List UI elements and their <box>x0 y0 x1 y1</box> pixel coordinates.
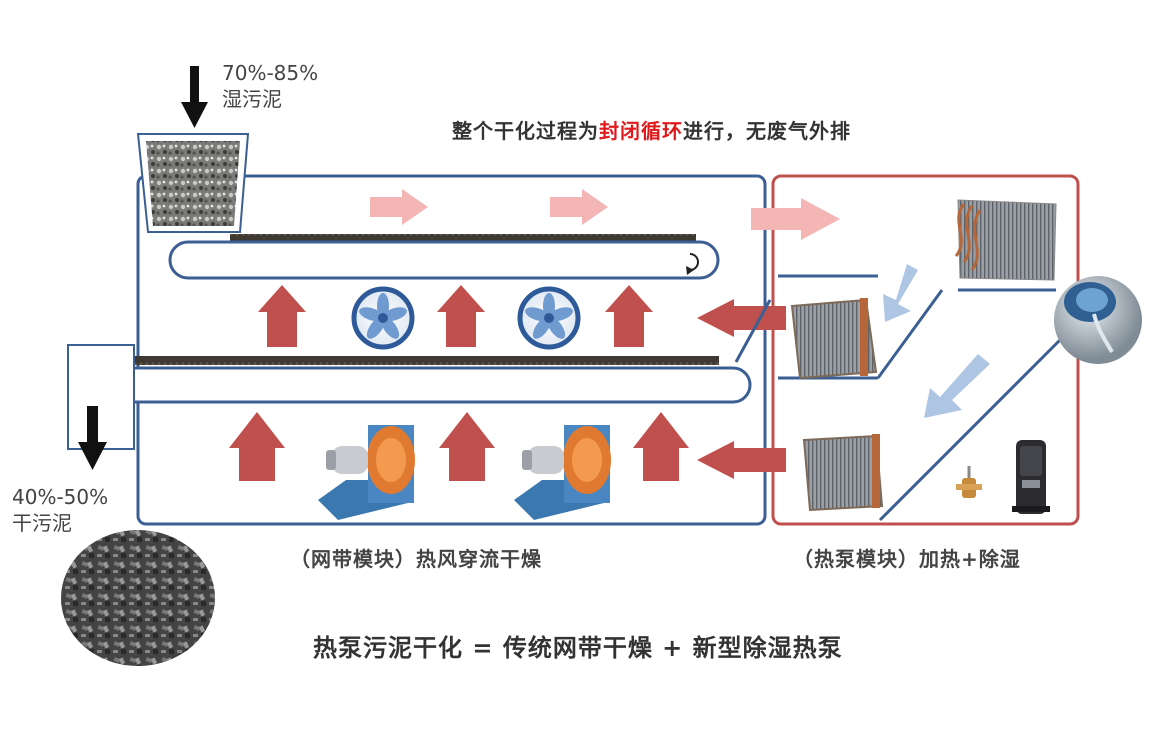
duct-lines <box>734 274 1062 522</box>
red-airflow-arrow <box>258 285 653 347</box>
return-arrow-icon <box>686 253 699 275</box>
axial-fan-icon <box>351 286 415 350</box>
lower-sludge-layer <box>113 356 719 365</box>
upper-conveyor-belt <box>168 240 720 280</box>
outlet-chute <box>67 344 135 450</box>
headline-highlight: 封闭循环 <box>599 119 683 143</box>
inlet-moisture-percent: 70%-85% <box>222 61 319 85</box>
pink-airflow-arrow <box>370 189 840 240</box>
outlet-moisture-percent: 40%-50% <box>12 485 109 509</box>
centrifugal-blower-icon <box>318 425 415 520</box>
upper-sludge-layer <box>230 234 696 242</box>
centrifugal-blower-icon <box>514 425 611 520</box>
belt-module-caption: （网带模块）热风穿流干燥 <box>290 547 542 571</box>
blue-airflow-arrow <box>883 264 990 418</box>
closed-loop-headline: 整个干化过程为封闭循环进行，无废气外排 <box>452 115 851 144</box>
outlet-sludge-label: 干污泥 <box>12 511 72 535</box>
belt-module-frame <box>136 174 767 526</box>
inlet-sludge-label: 湿污泥 <box>222 87 282 111</box>
summary-formula: 热泵污泥干化 = 传统网带干燥 + 新型除湿热泵 <box>313 634 843 662</box>
headline-suffix: 进行，无废气外排 <box>683 119 851 143</box>
expansion-valve-icon <box>956 466 982 498</box>
headline-prefix: 整个干化过程为 <box>452 119 599 143</box>
heat-pump-module-caption: （热泵模块）加热+除湿 <box>793 547 1021 571</box>
heat-exchanger-icon <box>790 298 878 380</box>
inlet-hopper <box>136 133 250 233</box>
heat-exchanger-icon <box>802 434 884 512</box>
compressor-icon <box>1012 440 1050 514</box>
heat-exchanger-icon <box>954 199 1057 281</box>
down-arrow-icon <box>78 406 107 470</box>
water-drain-icon <box>1054 276 1142 364</box>
axial-fan-icon <box>517 286 581 350</box>
lower-conveyor-belt <box>88 366 752 404</box>
down-arrow-icon <box>181 66 208 128</box>
dry-sludge-image <box>61 530 215 666</box>
red-airflow-arrow <box>229 412 689 481</box>
